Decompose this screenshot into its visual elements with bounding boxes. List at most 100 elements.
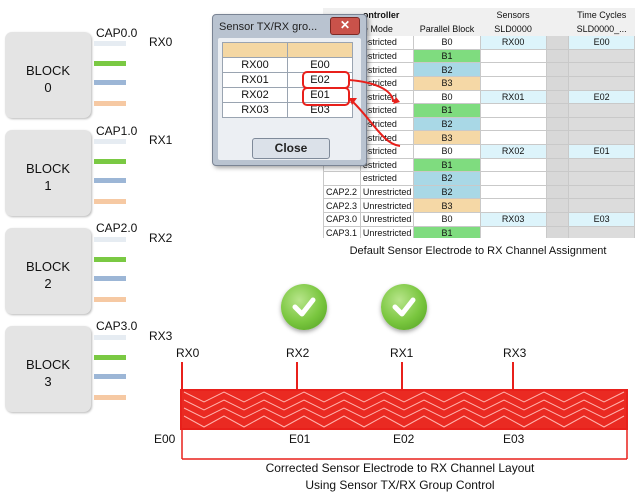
dialog-row[interactable]: RX03 E03: [222, 102, 353, 118]
controller-sensor-cell[interactable]: [479, 75, 547, 91]
block-0-index: 0: [44, 80, 52, 95]
controller-cap-cell[interactable]: [323, 171, 361, 186]
controller-sensor-cell[interactable]: [479, 171, 547, 186]
controller-parallel-block-cell[interactable]: B2: [413, 184, 481, 200]
stripe-2-c: [94, 276, 126, 281]
electrode-trace: [183, 415, 625, 428]
stripe-2-a: [94, 237, 126, 242]
rx-top-label: RX2: [286, 346, 310, 360]
rx-top-label: RX3: [503, 346, 527, 360]
controller-sensor-cell[interactable]: [479, 225, 547, 238]
sensors-header: SLD0000: [479, 21, 547, 37]
electrode-trace: [183, 407, 625, 419]
dialog-row[interactable]: RX00 E00: [222, 57, 353, 73]
controller-mode-cell[interactable]: estricted: [359, 75, 415, 91]
controller-sensor-cell[interactable]: [479, 48, 547, 64]
controller-mode-cell[interactable]: Unrestricted: [359, 198, 415, 213]
controller-time-cell[interactable]: [568, 225, 635, 238]
controller-parallel-block-cell[interactable]: B2: [413, 116, 481, 132]
controller-sensor-cell[interactable]: [479, 198, 547, 213]
controller-time-cell[interactable]: [568, 198, 635, 213]
controller-divider: [545, 130, 570, 145]
electrode-label: E02: [393, 432, 415, 446]
rx-label-2: RX2: [149, 231, 173, 245]
controller-parallel-block-cell[interactable]: B1: [413, 157, 481, 173]
stripe-2-b: [94, 257, 126, 262]
block-2: BLOCK 2: [5, 228, 91, 314]
stripe-3-a: [94, 335, 126, 340]
controller-mode-cell[interactable]: estricted: [359, 103, 415, 118]
stripe-1-b: [94, 159, 126, 164]
controller-cap-cell[interactable]: CAP3.1: [323, 225, 361, 238]
controller-divider: [545, 48, 570, 64]
stripe-1-a: [94, 139, 126, 144]
stripe-1-c: [94, 178, 126, 183]
check-icon-rx2: [281, 284, 327, 330]
close-button[interactable]: Close: [252, 138, 330, 159]
controller-time-cell[interactable]: [568, 116, 635, 132]
controller-panel: ontroller Sensors Time Cycles e Mode Par…: [323, 8, 635, 238]
controller-sensor-cell[interactable]: RX02: [479, 143, 547, 159]
controller-title: ontroller: [359, 8, 415, 23]
rx-label-1: RX1: [149, 133, 173, 147]
controller-parallel-block-cell[interactable]: B1: [413, 225, 481, 238]
controller-mode-cell[interactable]: estricted: [359, 130, 415, 145]
stripe-3-d: [94, 395, 126, 400]
block-1-index: 1: [44, 178, 52, 193]
block-0: BLOCK 0: [5, 32, 91, 118]
controller-divider: [545, 198, 570, 213]
controller-mode-cell[interactable]: estricted: [359, 35, 415, 50]
corrected-layout-caption-line1: Corrected Sensor Electrode to RX Channel…: [265, 461, 535, 475]
controller-parallel-block-cell[interactable]: B3: [413, 198, 481, 213]
controller-time-cell[interactable]: [568, 171, 635, 186]
controller-cap-cell[interactable]: CAP2.3: [323, 198, 361, 213]
dialog-electrode-cell[interactable]: E00: [287, 57, 353, 73]
block-2-index: 2: [44, 276, 52, 291]
controller-divider: [545, 89, 570, 105]
controller-sensor-cell[interactable]: [479, 130, 547, 145]
rx-label-3: RX3: [149, 329, 173, 343]
arrow-to-e01-icon: [351, 100, 401, 147]
controller-divider: [545, 35, 570, 50]
controller-mode-cell[interactable]: estricted: [359, 89, 415, 105]
block-0-label: BLOCK: [25, 63, 71, 78]
electrode-label: E00: [154, 432, 176, 446]
controller-mode-cell[interactable]: estricted: [359, 157, 415, 173]
controller-cap-cell[interactable]: CAP2.2: [323, 184, 361, 200]
controller-mode-cell[interactable]: estricted: [359, 171, 415, 186]
controller-parallel-block-cell[interactable]: B3: [413, 130, 481, 145]
dialog-electrode-cell[interactable]: E03: [287, 102, 353, 118]
controller-parallel-block-cell[interactable]: B1: [413, 103, 481, 118]
block-1: BLOCK 1: [5, 130, 91, 216]
dialog-table-header: [222, 42, 353, 58]
controller-mode-cell[interactable]: estricted: [359, 48, 415, 64]
cap-label-1: CAP1.0: [96, 124, 138, 138]
stripe-3-b: [94, 355, 126, 360]
controller-parallel-block-cell[interactable]: B0: [413, 211, 481, 227]
controller-mode-cell[interactable]: Unrestricted: [359, 225, 415, 238]
block-2-label: BLOCK: [25, 259, 71, 274]
dialog-rx-cell[interactable]: RX00: [222, 57, 288, 73]
controller-time-cell[interactable]: [568, 157, 635, 173]
controller-parallel-block-cell[interactable]: B1: [413, 48, 481, 64]
cap-label-0: CAP0.0: [96, 26, 138, 40]
controller-time-cell[interactable]: E01: [568, 143, 635, 159]
controller-time-cell[interactable]: [568, 130, 635, 145]
controller-parallel-block-cell[interactable]: B2: [413, 171, 481, 186]
controller-sensor-cell[interactable]: [479, 184, 547, 200]
controller-mode-cell[interactable]: Unrestricted: [359, 184, 415, 200]
dialog-rx-cell[interactable]: RX03: [222, 102, 288, 118]
controller-sensor-cell[interactable]: [479, 103, 547, 118]
sensors-header-top: Sensors: [479, 8, 547, 23]
stripe-0-a: [94, 41, 126, 46]
controller-time-cell[interactable]: [568, 103, 635, 118]
controller-table: ontroller Sensors Time Cycles e Mode Par…: [323, 8, 635, 238]
block-3: BLOCK 3: [5, 326, 91, 412]
block-3-index: 3: [44, 374, 52, 389]
dialog-close-icon[interactable]: ✕: [330, 17, 360, 35]
